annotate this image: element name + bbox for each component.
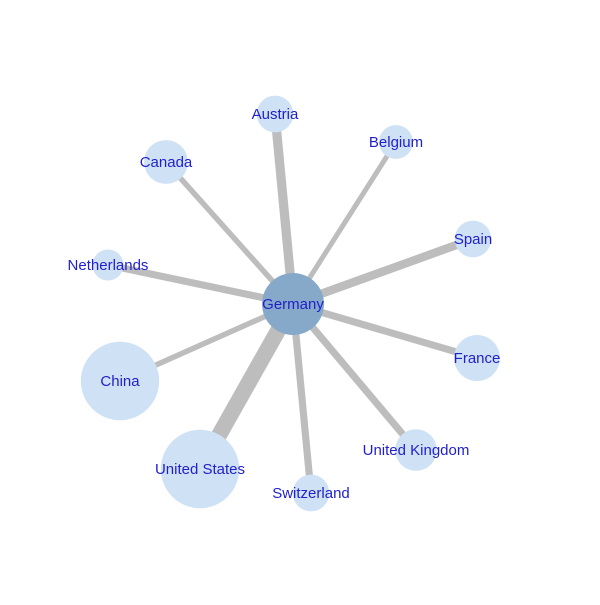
edge-germany-canada: [163, 160, 296, 306]
node-belgium[interactable]: [379, 125, 413, 159]
labels-layer: Germany AustriaBelgiumCanadaSpainNetherla…: [68, 106, 501, 502]
edge-germany-austria: [270, 113, 298, 305]
node-netherlands[interactable]: [92, 249, 124, 281]
label-canada: Canada: [140, 154, 193, 171]
edge-germany-netherlands: [107, 261, 294, 308]
edge-germany-switzerland: [289, 303, 315, 494]
node-switzerland[interactable]: [292, 474, 330, 512]
label-spain: Spain: [454, 231, 492, 248]
label-netherlands: Netherlands: [68, 257, 149, 274]
label-france: France: [454, 350, 501, 367]
label-austria: Austria: [252, 106, 299, 123]
nodes-layer: [80, 95, 500, 512]
label-switzerland: Switzerland: [272, 485, 350, 502]
edge-germany-spain: [291, 235, 475, 308]
edge-germany-belgium: [290, 140, 399, 306]
node-canada[interactable]: [144, 140, 188, 184]
label-germany: Germany: [262, 296, 324, 313]
node-china[interactable]: [80, 341, 160, 421]
node-united-kingdom[interactable]: [395, 429, 437, 471]
label-united-states: United States: [155, 461, 245, 478]
edge-germany-united-kingdom: [290, 301, 419, 453]
node-france[interactable]: [454, 335, 500, 381]
label-united-kingdom: United Kingdom: [363, 442, 470, 459]
node-austria[interactable]: [256, 95, 294, 133]
label-belgium: Belgium: [369, 134, 423, 151]
node-germany[interactable]: [262, 273, 324, 335]
node-spain[interactable]: [454, 220, 492, 258]
node-united-states[interactable]: [160, 429, 240, 509]
label-china: China: [100, 373, 140, 390]
edge-germany-france: [291, 300, 479, 362]
